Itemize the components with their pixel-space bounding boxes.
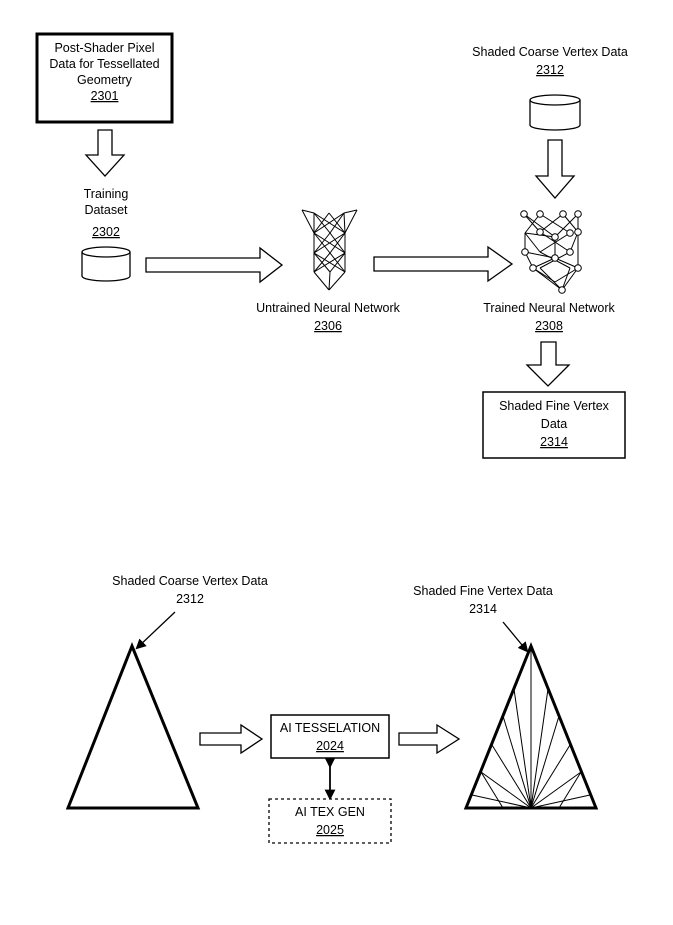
- fine-box-line1: Shaded Fine Vertex: [499, 399, 610, 413]
- ai-tex-ref: 2025: [316, 823, 344, 837]
- ai-tesselation-box: AI TESSELATION 2024: [270, 714, 390, 759]
- arrow-coarse-to-tess: [199, 723, 264, 755]
- training-label-line2: Dataset: [84, 203, 128, 217]
- coarse-top-label: Shaded Coarse Vertex Data: [472, 45, 628, 59]
- pixel-box-line3: Geometry: [77, 73, 133, 87]
- training-label-line1: Training: [84, 187, 129, 201]
- coarse-vertex-data-top: Shaded Coarse Vertex Data 2312: [472, 45, 628, 131]
- arrow-untrained-to-trained: [373, 245, 514, 283]
- training-dataset: Training Dataset 2302: [81, 187, 131, 282]
- trained-network-label: Trained Neural Network: [483, 301, 615, 315]
- coarse-top-ref: 2312: [536, 63, 564, 77]
- coarse-bottom-ref: 2312: [176, 592, 204, 606]
- fine-leader-arrow: [502, 621, 529, 653]
- training-database-icon: [81, 246, 131, 282]
- untrained-network-ref: 2306: [314, 319, 342, 333]
- fine-bottom-label: Shaded Fine Vertex Data: [413, 584, 553, 598]
- trained-network-ref: 2308: [535, 319, 563, 333]
- fine-box-line2: Data: [541, 417, 567, 431]
- untrained-network-icon: [301, 209, 358, 291]
- arrow-coarse-to-trained: [534, 139, 576, 199]
- ai-tess-label: AI TESSELATION: [280, 721, 380, 735]
- arrow-pixel-to-dataset: [84, 129, 126, 177]
- pixel-box-line2: Data for Tessellated: [49, 57, 159, 71]
- fine-vertex-data-box: Shaded Fine Vertex Data 2314: [482, 391, 626, 459]
- pixel-box-ref: 2301: [91, 89, 119, 103]
- fine-triangle: [463, 641, 599, 810]
- arrow-tess-to-fine: [398, 723, 461, 755]
- post-shader-pixel-data-box: Post-Shader Pixel Data for Tessellated G…: [35, 32, 174, 124]
- ai-tess-ref: 2024: [316, 739, 344, 753]
- arrow-dataset-to-untrained: [145, 246, 284, 284]
- ai-tex-label: AI TEX GEN: [295, 805, 365, 819]
- untrained-network-label: Untrained Neural Network: [256, 301, 401, 315]
- coarse-bottom-label: Shaded Coarse Vertex Data: [112, 574, 268, 588]
- coarse-leader-arrow: [135, 611, 176, 650]
- coarse-triangle: [65, 641, 201, 810]
- arrow-trained-to-fine: [525, 341, 571, 387]
- pixel-box-line1: Post-Shader Pixel: [54, 41, 154, 55]
- trained-network-icon: [520, 210, 582, 294]
- ai-tex-gen-box: AI TEX GEN 2025: [268, 798, 392, 844]
- fine-bottom-ref: 2314: [469, 602, 497, 616]
- fine-box-ref: 2314: [540, 435, 568, 449]
- training-ref: 2302: [92, 225, 120, 239]
- coarse-database-icon: [529, 94, 581, 131]
